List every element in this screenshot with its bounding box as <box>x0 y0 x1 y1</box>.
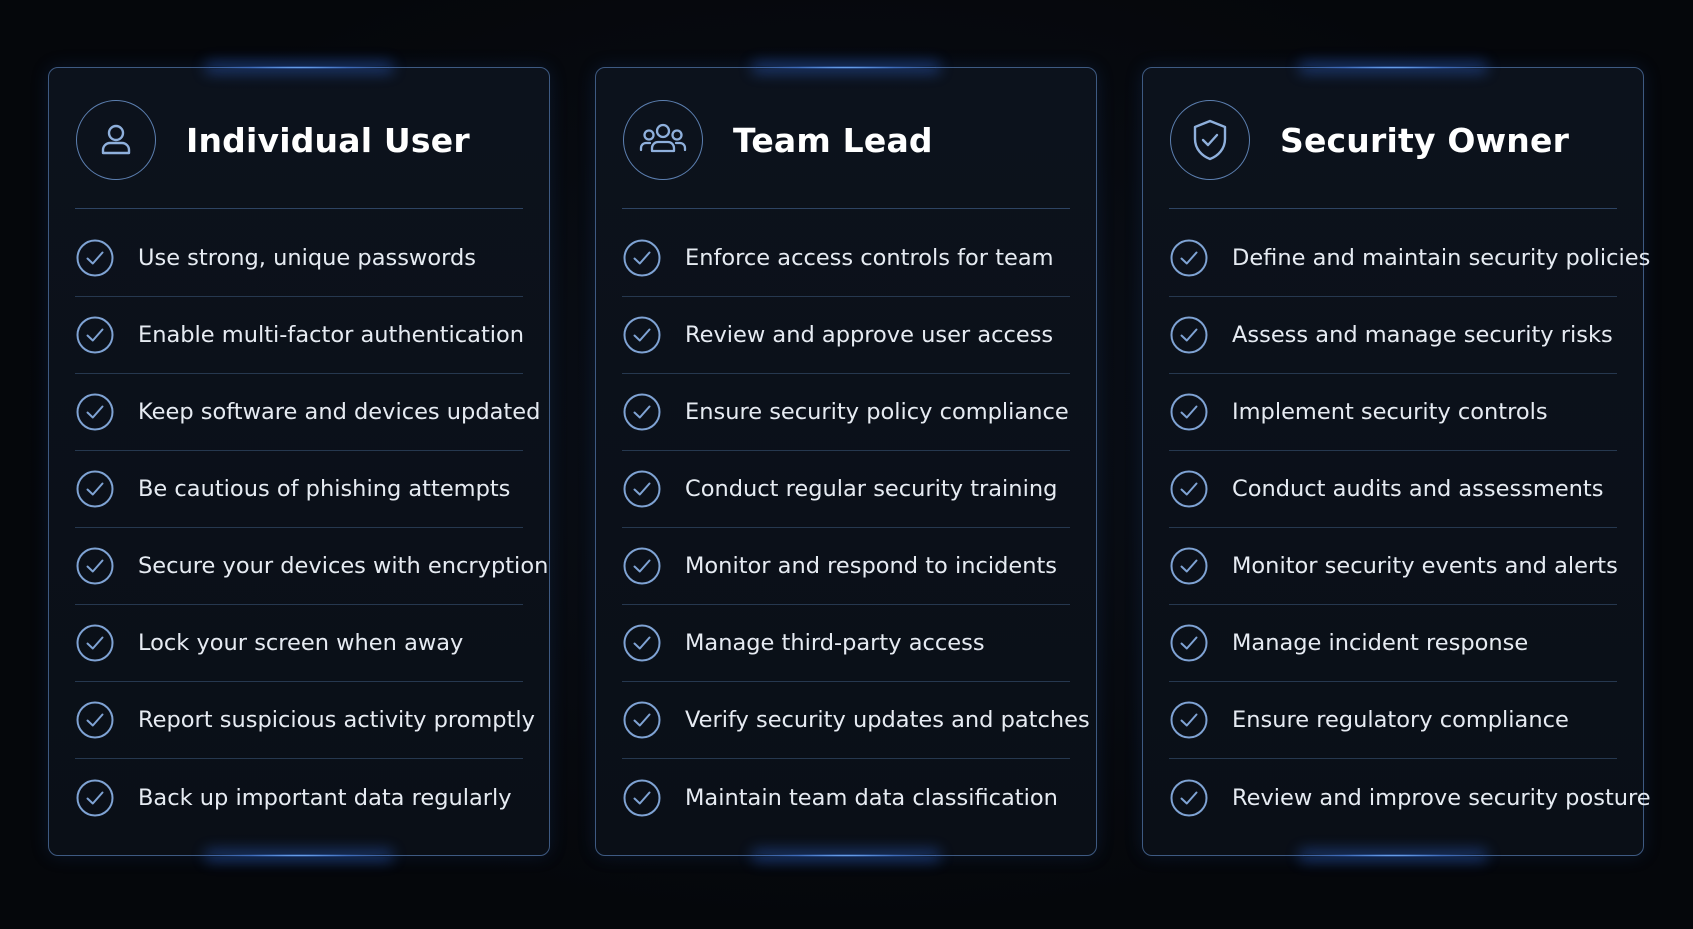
list-item-label: Ensure regulatory compliance <box>1232 707 1569 733</box>
list-item-label: Report suspicious activity promptly <box>138 707 535 733</box>
list-item-label: Monitor security events and alerts <box>1232 553 1618 579</box>
check-circle-icon <box>1170 547 1208 585</box>
list-item: Implement security controls <box>1169 374 1617 451</box>
list-item-label: Maintain team data classification <box>685 784 1058 811</box>
card-header: Team Lead <box>623 99 933 181</box>
list-item: Enable multi-factor authentication <box>75 297 525 374</box>
shield-check-icon <box>1170 100 1250 180</box>
user-icon <box>76 100 156 180</box>
team-icon <box>623 100 703 180</box>
card-bottom-glow <box>756 854 936 857</box>
check-circle-icon <box>76 316 114 354</box>
list-item-label: Enable multi-factor authentication <box>138 322 525 348</box>
list-item: Lock your screen when away <box>75 605 523 682</box>
list-item: Conduct audits and assessments <box>1169 451 1617 528</box>
list-item-label: Verify security updates and patches <box>685 707 1090 733</box>
list-item-label: Conduct regular security training <box>685 476 1058 502</box>
list-item-label: Manage third-party access <box>685 630 985 656</box>
card-bottom-glow <box>209 854 389 857</box>
list-item: Monitor and respond to incidents <box>622 528 1070 605</box>
card-header: Security Owner <box>1170 99 1569 181</box>
list-item: Manage third-party access <box>622 605 1070 682</box>
card-security-owner: Security Owner Define and maintain secur… <box>1142 66 1651 857</box>
list-item-label: Implement security controls <box>1232 399 1548 425</box>
list-item-label: Manage incident response <box>1232 630 1529 656</box>
list-item-label: Keep software and devices updated <box>138 399 541 425</box>
list-item-label: Be cautious of phishing attempts <box>138 476 511 502</box>
check-circle-icon <box>623 779 661 817</box>
list-item: Monitor security events and alerts <box>1169 528 1618 605</box>
list-item: Maintain team data classification <box>622 759 1070 836</box>
card-header: Individual User <box>76 99 470 181</box>
list-item: Ensure regulatory compliance <box>1169 682 1617 759</box>
card-title: Security Owner <box>1280 120 1570 160</box>
list-item-label: Use strong, unique passwords <box>138 245 476 271</box>
check-circle-icon <box>623 316 661 354</box>
list-item: Verify security updates and patches <box>622 682 1090 759</box>
list-item-label: Review and approve user access <box>685 322 1054 348</box>
list-item-label: Back up important data regularly <box>138 784 512 811</box>
list-item: Ensure security policy compliance <box>622 374 1070 451</box>
header-divider <box>75 208 523 209</box>
card-title: Team Lead <box>733 120 933 160</box>
card-top-glow <box>209 66 389 69</box>
list-item: Report suspicious activity promptly <box>75 682 535 759</box>
check-circle-icon <box>1170 624 1208 662</box>
check-circle-icon <box>76 470 114 508</box>
check-circle-icon <box>76 393 114 431</box>
list-item: Review and improve security posture <box>1169 759 1651 836</box>
check-circle-icon <box>1170 701 1208 739</box>
check-circle-icon <box>76 239 114 277</box>
list-item: Manage incident response <box>1169 605 1617 682</box>
header-divider <box>1169 208 1617 209</box>
list-item: Be cautious of phishing attempts <box>75 451 523 528</box>
list-item-label: Assess and manage security risks <box>1232 322 1613 348</box>
check-circle-icon <box>76 624 114 662</box>
card-top-glow <box>1303 66 1483 69</box>
check-circle-icon <box>623 624 661 662</box>
check-circle-icon <box>623 470 661 508</box>
check-circle-icon <box>623 701 661 739</box>
check-circle-icon <box>1170 470 1208 508</box>
list-item-label: Monitor and respond to incidents <box>685 553 1058 579</box>
check-circle-icon <box>76 701 114 739</box>
list-item-label: Ensure security policy compliance <box>685 399 1069 425</box>
check-circle-icon <box>1170 393 1208 431</box>
list-item-label: Define and maintain security policies <box>1232 245 1651 271</box>
check-circle-icon <box>623 239 661 277</box>
list-item: Secure your devices with encryption <box>75 528 548 605</box>
list-item: Use strong, unique passwords <box>75 220 523 297</box>
check-circle-icon <box>76 779 114 817</box>
check-circle-icon <box>1170 316 1208 354</box>
list-item: Assess and manage security risks <box>1169 297 1617 374</box>
list-item: Keep software and devices updated <box>75 374 540 451</box>
check-circle-icon <box>76 547 114 585</box>
check-circle-icon <box>1170 239 1208 277</box>
list-item-label: Lock your screen when away <box>138 630 464 656</box>
check-circle-icon <box>1170 779 1208 817</box>
card-top-glow <box>756 66 936 69</box>
list-item-label: Conduct audits and assessments <box>1232 476 1604 502</box>
header-divider <box>622 208 1070 209</box>
list-item: Review and approve user access <box>622 297 1070 374</box>
list-item: Conduct regular security training <box>622 451 1070 528</box>
list-item-label: Secure your devices with encryption <box>138 553 549 579</box>
list-item: Enforce access controls for team <box>622 220 1070 297</box>
check-circle-icon <box>623 547 661 585</box>
card-bottom-glow <box>1303 854 1483 857</box>
list-item-label: Enforce access controls for team <box>685 245 1054 271</box>
card-individual-user: Individual User Use strong, unique passw… <box>48 66 550 857</box>
card-team-lead: Team Lead Enforce access controls for te… <box>595 66 1097 857</box>
list-item: Back up important data regularly <box>75 759 523 836</box>
list-item: Define and maintain security policies <box>1169 220 1650 297</box>
list-item-label: Review and improve security posture <box>1232 784 1651 811</box>
card-title: Individual User <box>186 120 470 160</box>
check-circle-icon <box>623 393 661 431</box>
